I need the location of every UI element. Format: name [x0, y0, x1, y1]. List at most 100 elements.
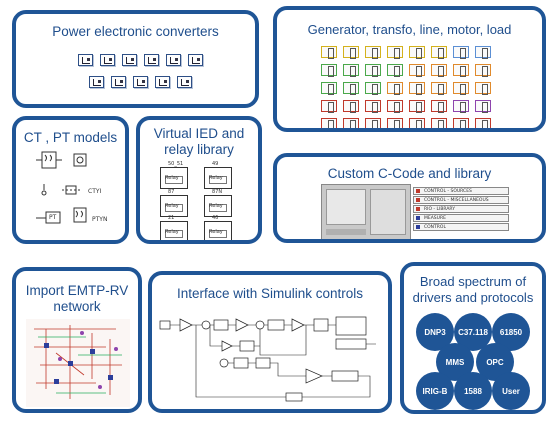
panel-simulink-interface: Interface with Simulink controls — [148, 271, 392, 413]
panel-title-line2: relay library — [164, 142, 234, 157]
converter-icon[interactable] — [155, 76, 170, 88]
transformer-icon[interactable] — [431, 64, 447, 77]
line-icon[interactable] — [453, 82, 469, 95]
ptyn-label: PTYN — [92, 216, 108, 223]
converter-icon[interactable] — [133, 76, 148, 88]
relay-block[interactable] — [160, 195, 188, 217]
panel-title: CT , PT models — [23, 130, 118, 145]
library-item[interactable]: CONTROL - MISCELLANEOUS — [413, 196, 509, 204]
relay-block[interactable] — [160, 167, 188, 189]
ctyi-label: CTYI — [88, 188, 102, 195]
motor-icon[interactable] — [365, 100, 381, 113]
converter-icon[interactable] — [144, 54, 159, 66]
panel-title-line2: drivers and protocols — [412, 290, 534, 305]
motor-icon[interactable] — [343, 100, 359, 113]
ctyi-icon — [41, 184, 82, 196]
converter-icon[interactable] — [111, 76, 126, 88]
panel-title: Custom C-Code and library — [327, 166, 492, 181]
generator-icon[interactable] — [365, 46, 381, 59]
load-icon[interactable] — [409, 118, 425, 128]
ct-pt-diagram — [36, 151, 87, 224]
transformer-icon[interactable] — [365, 64, 381, 77]
load-icon[interactable] — [453, 118, 469, 128]
generator-icon[interactable] — [431, 46, 447, 59]
transformer-icon[interactable] — [387, 64, 403, 77]
motor-icon[interactable] — [409, 100, 425, 113]
converter-icon[interactable] — [122, 54, 137, 66]
converter-icon[interactable] — [166, 54, 181, 66]
load-icon[interactable] — [343, 118, 359, 128]
relay-name: 21 — [168, 215, 175, 221]
panel-title: Power electronic converters — [52, 24, 219, 39]
library-item[interactable]: MEASURE — [413, 214, 509, 222]
relay-tag: Relay — [165, 229, 179, 235]
line-icon[interactable] — [431, 82, 447, 95]
panel-generator-transfo: Generator, transfo, line, motor, load — [273, 6, 546, 132]
line-icon[interactable] — [387, 82, 403, 95]
relay-block[interactable] — [204, 167, 232, 189]
transformer-icon[interactable] — [409, 64, 425, 77]
line-icon[interactable] — [365, 82, 381, 95]
relay-name: 87N — [212, 189, 223, 195]
panel-title-line1: Broad spectrum of — [419, 274, 527, 289]
library-item-marker — [416, 207, 420, 211]
transformer-icon[interactable] — [321, 64, 337, 77]
transformer-icon[interactable] — [343, 64, 359, 77]
converter-icon[interactable] — [177, 76, 192, 88]
motor-icon[interactable] — [431, 100, 447, 113]
protocol-irig-b[interactable]: IRIG-B — [416, 372, 454, 410]
line-icon[interactable] — [475, 82, 491, 95]
pt-label: PT — [49, 214, 57, 221]
library-item-marker — [416, 198, 420, 202]
c-code-editor-screenshot — [321, 184, 411, 239]
converter-icon[interactable] — [188, 54, 203, 66]
generator-icon[interactable] — [453, 46, 469, 59]
panel-drivers-protocols: Broad spectrum of drivers and protocols … — [400, 262, 546, 414]
line-icon[interactable] — [321, 82, 337, 95]
relay-tag: Relay — [209, 175, 223, 181]
relay-block[interactable] — [204, 221, 232, 240]
converter-icon[interactable] — [89, 76, 104, 88]
generator-icon[interactable] — [475, 46, 491, 59]
pt-icon — [36, 207, 87, 224]
generator-icon[interactable] — [387, 46, 403, 59]
motor-icon[interactable] — [475, 100, 491, 113]
library-item-marker — [416, 189, 420, 193]
transformer-icon[interactable] — [453, 64, 469, 77]
panel-custom-c-code: Custom C-Code and library CONTROL - SOUR… — [273, 153, 546, 243]
load-icon[interactable] — [475, 118, 491, 128]
library-item[interactable]: RIO - LIBRARY — [413, 205, 509, 213]
load-icon[interactable] — [321, 118, 337, 128]
converter-icon[interactable] — [78, 54, 93, 66]
panel-title-line1: Virtual IED and — [153, 126, 245, 141]
motor-icon[interactable] — [321, 100, 337, 113]
panel-title-line2: network — [53, 299, 101, 314]
motor-icon[interactable] — [387, 100, 403, 113]
motor-icon[interactable] — [453, 100, 469, 113]
library-item[interactable]: CONTROL — [413, 223, 509, 231]
panel-power-electronic-converters: Power electronic converters — [12, 10, 259, 108]
generator-icon[interactable] — [409, 46, 425, 59]
transformer-icon[interactable] — [475, 64, 491, 77]
emtp-network-diagram — [26, 319, 130, 407]
panel-title: Interface with Simulink controls — [176, 286, 364, 301]
load-icon[interactable] — [387, 118, 403, 128]
relay-name: 49 — [212, 161, 219, 167]
library-item-marker — [416, 225, 420, 229]
panel-title: Generator, transfo, line, motor, load — [307, 22, 512, 37]
load-icon[interactable] — [431, 118, 447, 128]
panel-ct-pt-models: CT , PT models CTYI PT PTYN — [12, 116, 129, 244]
line-icon[interactable] — [343, 82, 359, 95]
relay-block[interactable] — [204, 195, 232, 217]
protocol-user[interactable]: User — [492, 372, 530, 410]
line-icon[interactable] — [409, 82, 425, 95]
relay-block[interactable] — [160, 221, 188, 240]
load-icon[interactable] — [365, 118, 381, 128]
generator-icon[interactable] — [321, 46, 337, 59]
generator-icon[interactable] — [343, 46, 359, 59]
protocol-1588[interactable]: 1588 — [454, 372, 492, 410]
converter-icon[interactable] — [100, 54, 115, 66]
library-item-marker — [416, 216, 420, 220]
panel-import-emtp: Import EMTP-RV network — [12, 267, 142, 413]
library-item[interactable]: CONTROL - SOURCES — [413, 187, 509, 195]
